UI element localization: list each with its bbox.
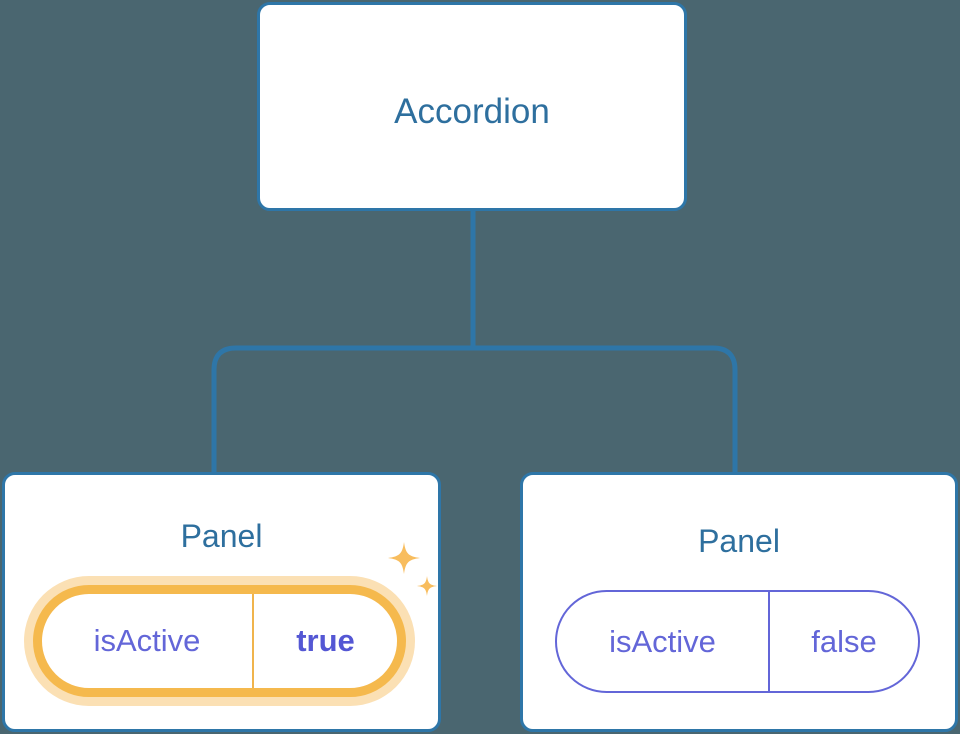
prop-key-label: isActive [557,592,770,691]
prop-pill-is-active-false[interactable]: isActive false [555,590,920,693]
edge-accordion-to-panel-left [211,345,473,474]
prop-value-label: false [811,623,877,659]
node-panel-left-title: Panel [180,518,263,554]
node-panel-right-title: Panel [698,523,780,559]
prop-value-label: true [296,623,355,658]
prop-pill-is-active-true[interactable]: isActive true [33,585,406,697]
node-accordion[interactable]: Accordion [257,2,687,211]
prop-key-label: isActive [42,594,254,688]
node-accordion-title: Accordion [394,92,550,131]
edge-accordion-to-panel-right [473,345,738,474]
